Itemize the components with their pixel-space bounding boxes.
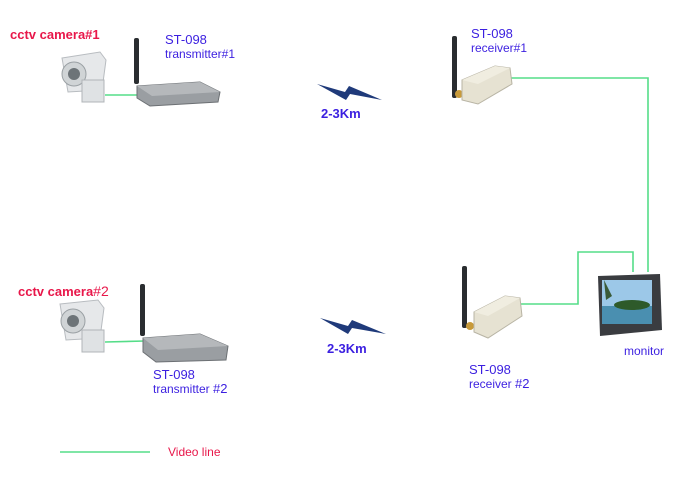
camera2-label-num: #2 [93, 283, 109, 299]
transmitter1-name: transmitter#1 [165, 47, 236, 61]
cctv-camera-icon [59, 299, 105, 353]
cctv-camera-icon [61, 51, 107, 103]
video-line-rx2-monitor [520, 251, 634, 305]
lightning-bolt-icon [320, 318, 386, 334]
video-line-cam2-tx2 [104, 340, 146, 343]
receiver1-label: ST-098 receiver#1 [471, 26, 528, 56]
receiver1-name: receiver#1 [471, 41, 528, 55]
transmitter2-model: ST-098 [153, 367, 195, 382]
camera2-label: cctv camera#2 [18, 283, 109, 299]
range2-label: 2-3Km [327, 341, 367, 356]
legend-label: Video line [168, 445, 221, 459]
range1-label: 2-3Km [321, 106, 361, 121]
camera1-label: cctv camera#1 [10, 27, 100, 42]
camera2-label-main: cctv camera [18, 284, 94, 299]
transmitter2-label: ST-098 transmitter #2 [153, 367, 228, 397]
receiver1-model: ST-098 [471, 26, 513, 41]
transmitter-icon [134, 38, 221, 107]
receiver-icon [452, 36, 513, 105]
lightning-bolt-icon [317, 84, 382, 100]
transmitter2-name: transmitter [153, 382, 210, 396]
monitor-label: monitor [624, 344, 665, 358]
transmitter2-num: #2 [213, 381, 228, 396]
monitor-icon [598, 274, 662, 336]
video-lines [60, 77, 649, 453]
video-line-rx1-monitor [510, 77, 649, 272]
receiver2-label: ST-098 receiver #2 [469, 362, 530, 392]
receiver-icon [462, 266, 523, 339]
receiver2-num: #2 [515, 376, 530, 391]
transmitter1-model: ST-098 [165, 32, 207, 47]
transmitter1-label: ST-098 transmitter#1 [165, 32, 236, 62]
transmitter-icon [140, 284, 229, 363]
receiver2-model: ST-098 [469, 362, 511, 377]
receiver2-name: receiver [469, 377, 512, 391]
